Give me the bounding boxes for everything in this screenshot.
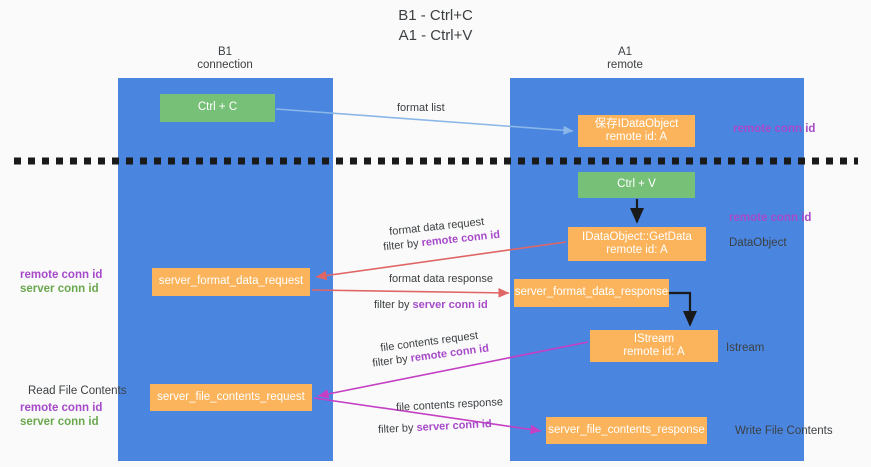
edge-label-file-contents-response-filter: filter by server conn id (378, 417, 492, 437)
lane-header-b1: B1 connection (150, 46, 300, 72)
filter-key-server-conn-id: server conn id (412, 299, 488, 311)
node-istream[interactable]: IStream remote id: A (590, 330, 718, 362)
filter-key-server-conn-id: server conn id (416, 418, 492, 434)
annotation-left-conn-ids-bottom: remote conn id server conn id (20, 401, 102, 429)
node-istream-line2: remote id: A (623, 346, 685, 358)
node-save-idataobject[interactable]: 保存IDataObject remote id: A (578, 115, 695, 147)
annotation-left-remote-conn-id-mid: remote conn id (20, 269, 103, 281)
edge-label-format-data-response: format data response (389, 273, 493, 285)
node-istream-line1: IStream (633, 332, 675, 345)
title-line-1: B1 - Ctrl+C (398, 7, 473, 24)
node-server-file-contents-response-label: server_file_contents_response (548, 423, 705, 436)
node-server-format-data-request[interactable]: server_format_data_request (152, 268, 310, 296)
node-server-format-data-response[interactable]: server_format_data_response (514, 279, 669, 307)
annotation-remote-conn-id-mid: remote conn id (729, 212, 812, 224)
node-server-file-contents-request[interactable]: server_file_contents_request (150, 384, 312, 411)
node-server-format-data-response-label: server_format_data_response (514, 286, 669, 299)
node-ctrl-c-label: Ctrl + C (197, 101, 238, 114)
edge-label-format-list: format list (397, 102, 445, 114)
lane-header-a1-subtitle: remote (607, 59, 643, 71)
title-line-2: A1 - Ctrl+V (398, 27, 473, 44)
annotation-left-remote-conn-id-bottom: remote conn id (20, 402, 103, 414)
annotation-istream: Istream (726, 342, 765, 354)
node-idataobject-getdata-line2: remote id: A (606, 244, 668, 256)
node-ctrl-v[interactable]: Ctrl + V (578, 172, 695, 198)
node-server-format-data-request-label: server_format_data_request (158, 275, 304, 288)
filter-prefix: filter by (371, 352, 412, 370)
annotation-remote-conn-id-top: remote conn id (733, 123, 816, 135)
lane-header-a1-title: A1 (617, 46, 633, 58)
node-ctrl-v-label: Ctrl + V (617, 178, 656, 191)
annotation-left-server-conn-id-bottom: server conn id (20, 416, 99, 428)
page-title: B1 - Ctrl+C A1 - Ctrl+V (0, 6, 871, 46)
node-idataobject-getdata[interactable]: IDataObject::GetData remote id: A (568, 227, 706, 261)
annotation-left-server-conn-id-mid: server conn id (20, 283, 99, 295)
edge-label-file-contents-response: file contents response (395, 396, 504, 414)
filter-prefix: filter by (382, 237, 423, 254)
node-server-file-contents-response[interactable]: server_file_contents_response (546, 417, 707, 444)
filter-prefix: filter by (377, 421, 417, 436)
annotation-read-file-contents: Read File Contents (28, 385, 127, 397)
annotation-dataobject: DataObject (729, 237, 787, 249)
node-idataobject-getdata-line1: IDataObject::GetData (582, 230, 692, 243)
lane-header-b1-subtitle: connection (197, 59, 253, 71)
node-ctrl-c[interactable]: Ctrl + C (160, 94, 275, 122)
filter-prefix: filter by (374, 299, 413, 311)
edge-label-format-data-response-filter: filter by server conn id (374, 298, 488, 312)
lane-header-b1-title: B1 (217, 46, 233, 58)
node-save-idataobject-line2: remote id: A (605, 131, 668, 143)
lane-header-a1: A1 remote (565, 46, 685, 72)
connector-format-data-response (311, 288, 510, 298)
node-save-idataobject-line1: 保存IDataObject (594, 117, 679, 130)
node-server-file-contents-request-label: server_file_contents_request (157, 390, 305, 403)
annotation-left-conn-ids-mid: remote conn id server conn id (20, 268, 102, 296)
annotation-write-file-contents: Write File Contents (735, 425, 833, 437)
